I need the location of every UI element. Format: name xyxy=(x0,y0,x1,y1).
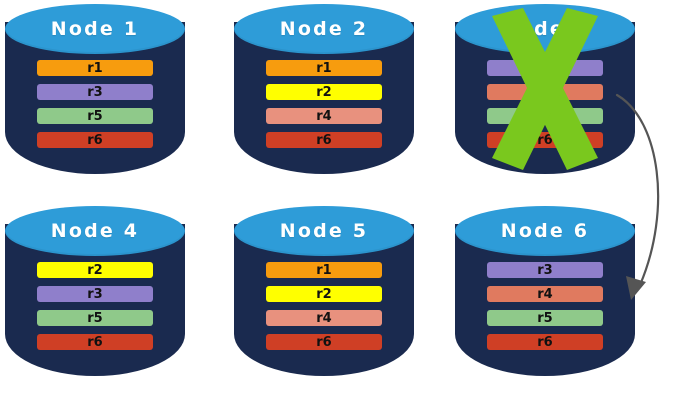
node-4-bars: r2 r3 r5 r6 xyxy=(37,262,153,350)
replica-bar[interactable]: r6 xyxy=(266,132,382,148)
cylinder-top xyxy=(234,206,414,256)
replica-label: r5 xyxy=(87,108,103,124)
replica-bar[interactable]: r4 xyxy=(266,310,382,326)
replica-label: r4 xyxy=(537,84,553,100)
replica-label: r4 xyxy=(316,108,332,124)
replica-label: r3 xyxy=(87,286,103,302)
node-2-label: Node 2 xyxy=(279,18,369,40)
replica-bar[interactable]: r1 xyxy=(37,60,153,76)
replica-bar[interactable]: r4 xyxy=(487,286,603,302)
replica-label: r3 xyxy=(537,262,553,278)
replica-bar[interactable]: r1 xyxy=(266,262,382,278)
replica-bar[interactable]: r6 xyxy=(487,132,603,148)
cylinder-top xyxy=(5,4,185,54)
cylinder-top xyxy=(5,206,185,256)
node-1-bars: r1 r3 r5 r6 xyxy=(37,60,153,148)
replica-bar[interactable]: r4 xyxy=(487,84,603,100)
node-6[interactable]: Node 6 r3 r4 r5 r6 xyxy=(450,202,640,392)
node-1-label: Node 1 xyxy=(50,18,140,40)
replica-label: r4 xyxy=(537,286,553,302)
replica-label: r5 xyxy=(87,310,103,326)
replica-label: r5 xyxy=(537,108,553,124)
node-2[interactable]: Node 2 r1 r2 r4 r6 xyxy=(229,0,419,190)
replica-label: r2 xyxy=(316,286,332,302)
replica-bar[interactable]: r3 xyxy=(487,262,603,278)
replica-bar[interactable]: r3 xyxy=(37,84,153,100)
node-6-label: Node 6 xyxy=(500,220,590,242)
replica-label: r3 xyxy=(537,60,553,76)
node-5[interactable]: Node 5 r1 r2 r4 r6 xyxy=(229,202,419,392)
replica-bar[interactable]: r6 xyxy=(37,132,153,148)
node-5-bars: r1 r2 r4 r6 xyxy=(266,262,382,350)
node-6-bars: r3 r4 r5 r6 xyxy=(487,262,603,350)
node-3-label: Node 3 xyxy=(500,18,590,40)
replica-label: r6 xyxy=(537,334,553,350)
replica-bar[interactable]: r5 xyxy=(37,310,153,326)
replica-bar[interactable]: r5 xyxy=(487,310,603,326)
replica-bar[interactable]: r6 xyxy=(487,334,603,350)
replica-bar[interactable]: r3 xyxy=(487,60,603,76)
replica-label: r2 xyxy=(87,262,103,278)
replica-label: r1 xyxy=(316,60,332,76)
node-1[interactable]: Node 1 r1 r3 r5 r6 xyxy=(0,0,190,190)
replica-label: r5 xyxy=(537,310,553,326)
replica-bar[interactable]: r5 xyxy=(487,108,603,124)
replica-label: r4 xyxy=(316,310,332,326)
replica-label: r6 xyxy=(87,132,103,148)
replica-label: r6 xyxy=(537,132,553,148)
replica-bar[interactable]: r5 xyxy=(37,108,153,124)
replica-bar[interactable]: r6 xyxy=(37,334,153,350)
replica-bar[interactable]: r2 xyxy=(266,286,382,302)
replica-label: r1 xyxy=(87,60,103,76)
cylinder-top xyxy=(234,4,414,54)
replica-label: r3 xyxy=(87,84,103,100)
cylinder-top xyxy=(455,206,635,256)
replica-bar[interactable]: r2 xyxy=(37,262,153,278)
replica-label: r6 xyxy=(87,334,103,350)
node-3-bars: r3 r4 r5 r6 xyxy=(487,60,603,148)
replica-label: r6 xyxy=(316,334,332,350)
node-5-label: Node 5 xyxy=(279,220,369,242)
replica-bar[interactable]: r4 xyxy=(266,108,382,124)
node-3[interactable]: Node 3 r3 r4 r5 r6 xyxy=(450,0,640,190)
node-4-label: Node 4 xyxy=(50,220,140,242)
replica-label: r2 xyxy=(316,84,332,100)
replica-bar[interactable]: r6 xyxy=(266,334,382,350)
node-4[interactable]: Node 4 r2 r3 r5 r6 xyxy=(0,202,190,392)
replica-label: r6 xyxy=(316,132,332,148)
replica-label: r1 xyxy=(316,262,332,278)
replica-bar[interactable]: r2 xyxy=(266,84,382,100)
node-2-bars: r1 r2 r4 r6 xyxy=(266,60,382,148)
replica-bar[interactable]: r3 xyxy=(37,286,153,302)
replica-bar[interactable]: r1 xyxy=(266,60,382,76)
